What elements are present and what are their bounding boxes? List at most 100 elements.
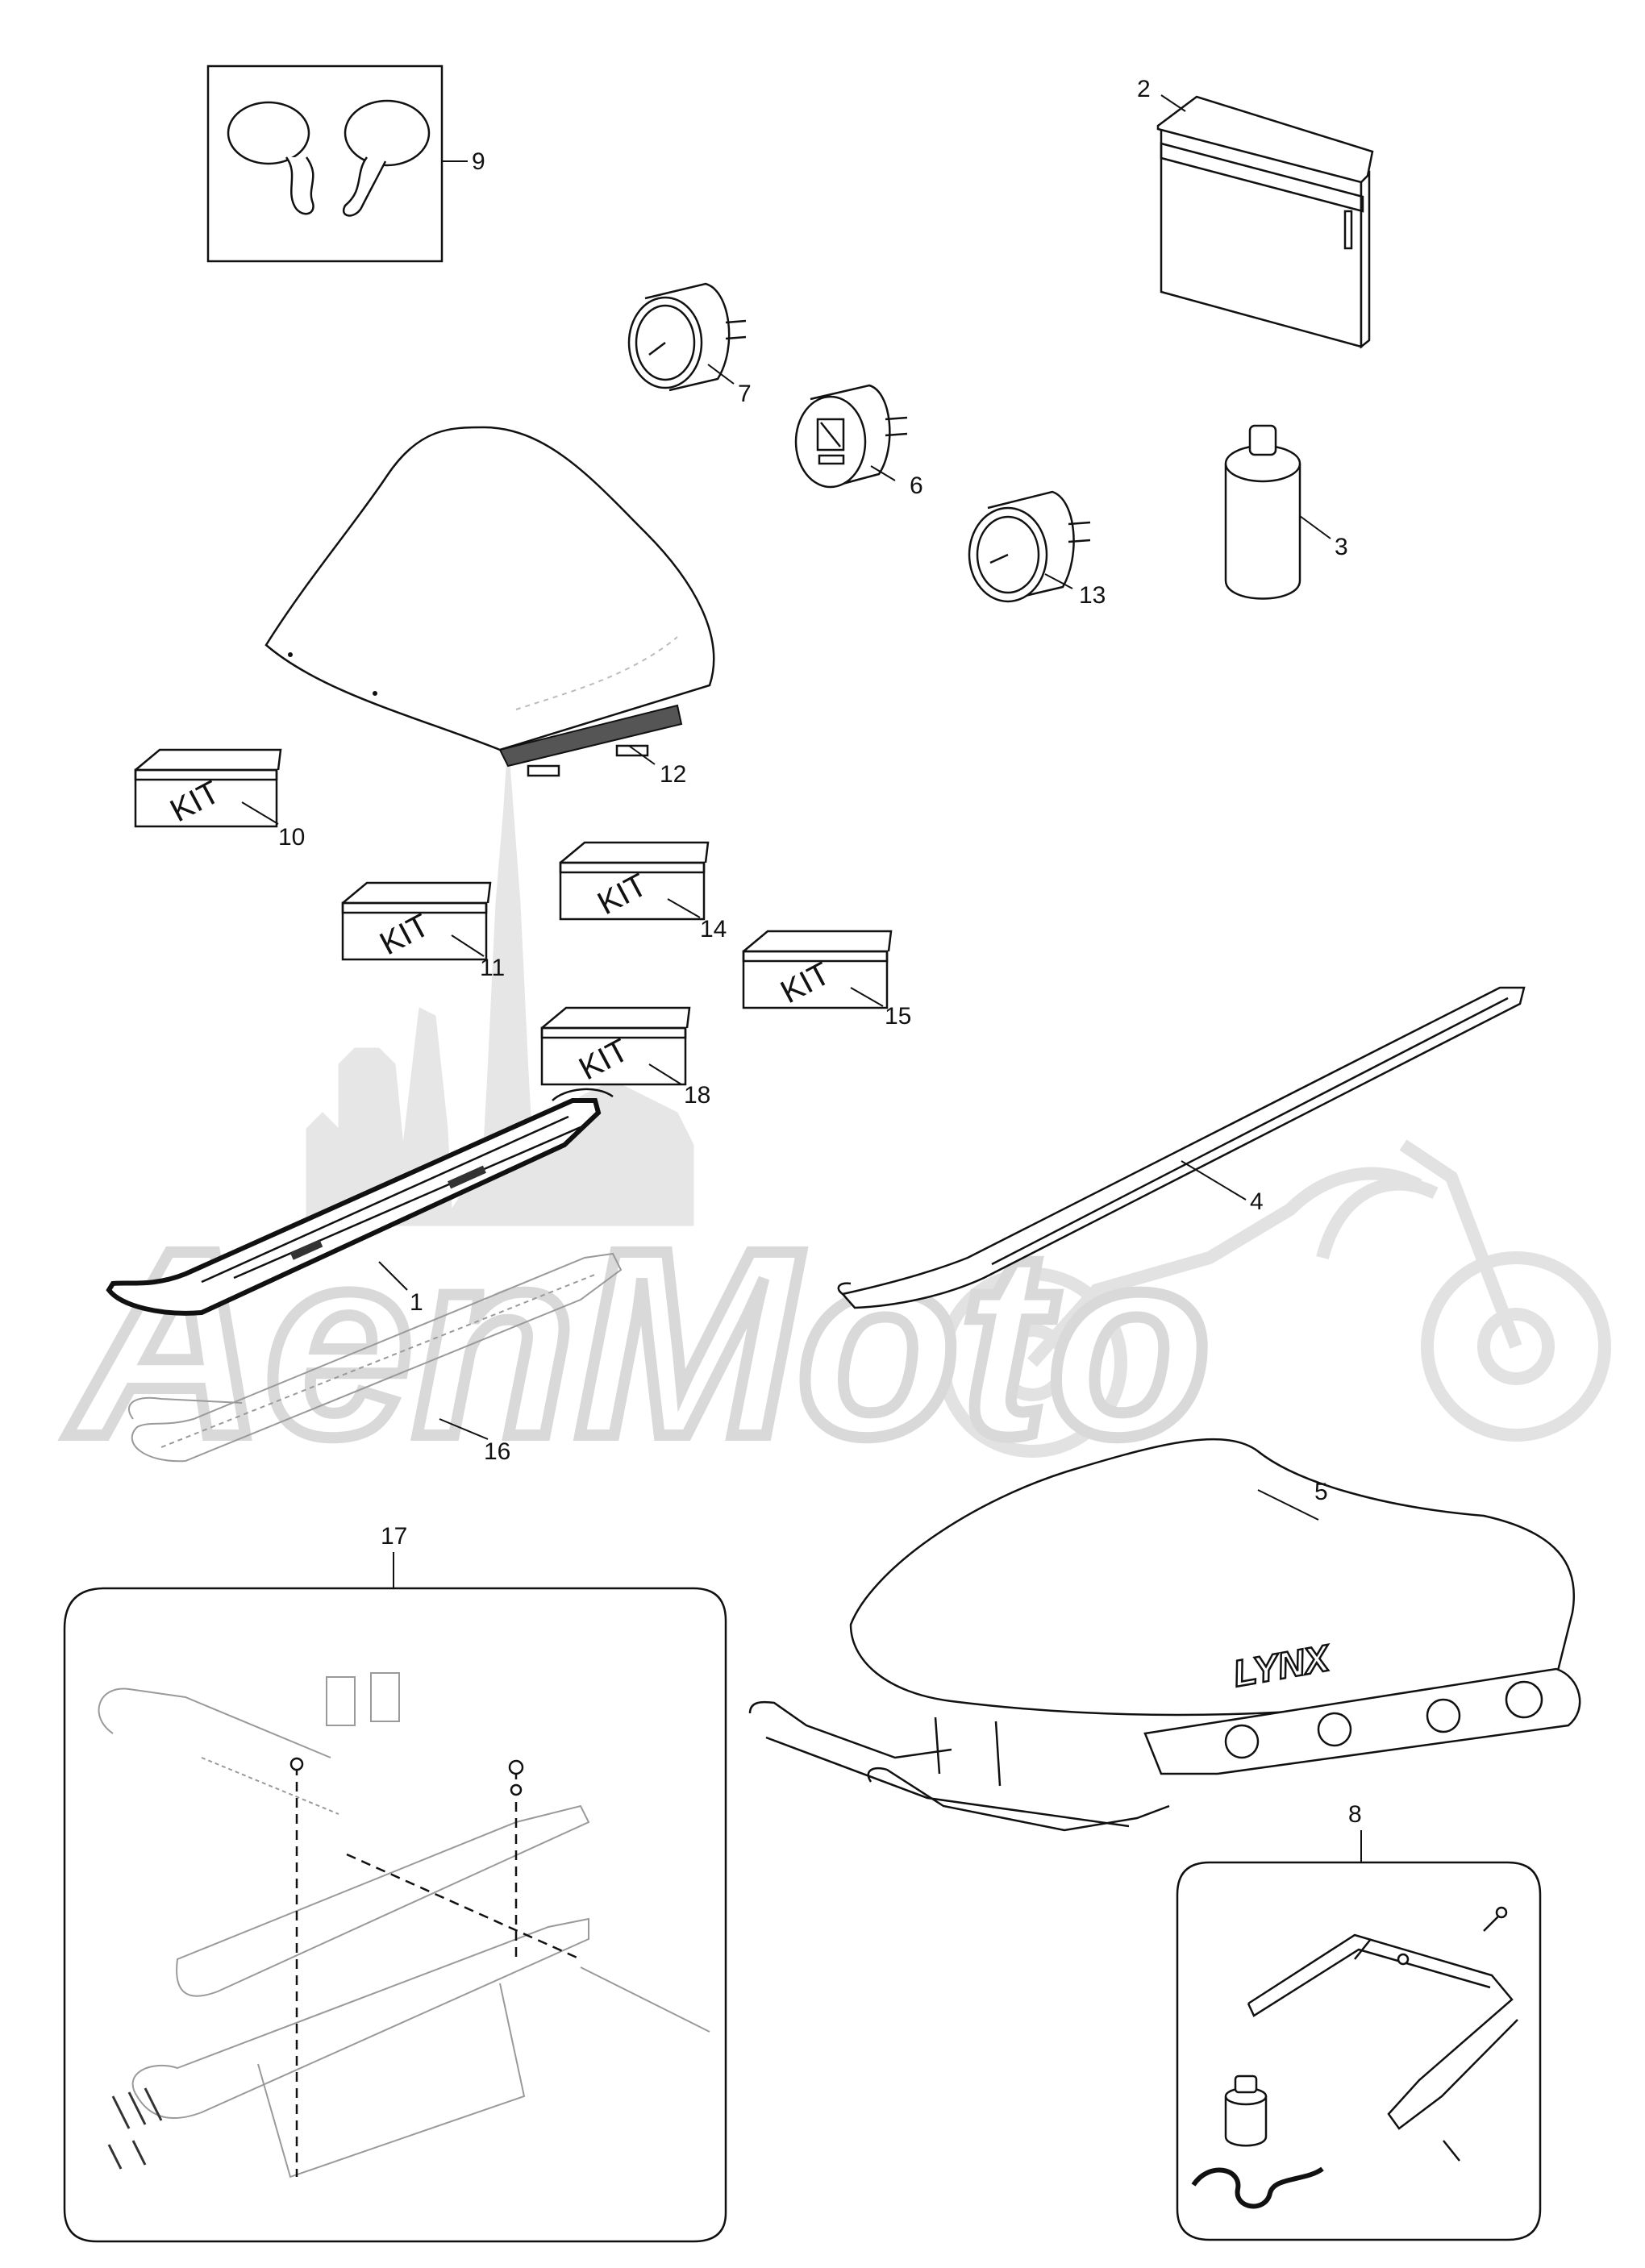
detail-8-screw-a bbox=[1354, 1938, 1372, 1960]
watermark: AenMoto bbox=[59, 741, 1611, 1497]
leader-1 bbox=[378, 1261, 408, 1291]
callout-1: 1 bbox=[410, 1289, 423, 1316]
kit-11-lid bbox=[342, 881, 492, 904]
kit-18-lid-edge bbox=[540, 1026, 687, 1039]
callout-12: 12 bbox=[660, 761, 686, 788]
windshield-hole-b bbox=[373, 691, 377, 696]
callout-4: 4 bbox=[1250, 1188, 1264, 1215]
leader-13 bbox=[1044, 573, 1073, 589]
part-18-kit: KIT 18 bbox=[540, 1006, 710, 1109]
part-11-kit: KIT 11 bbox=[341, 881, 505, 981]
cover-shape bbox=[849, 1438, 1576, 1717]
kit-15-lid-edge bbox=[742, 950, 889, 963]
leader-2 bbox=[1160, 94, 1186, 112]
leader-18 bbox=[648, 1063, 682, 1085]
watermark-motorcycle bbox=[937, 1139, 1611, 1458]
detail-17-washer bbox=[510, 1783, 523, 1796]
cover-ski-left-runner bbox=[765, 1736, 1130, 1828]
kit-10-lid bbox=[135, 748, 282, 771]
detail-8-canister-cap bbox=[1234, 2074, 1258, 2094]
detail-17-loop-handle bbox=[98, 1687, 331, 1758]
callout-3: 3 bbox=[1335, 534, 1348, 560]
ski-16-loop bbox=[127, 1396, 243, 1420]
box-lid bbox=[1156, 95, 1374, 184]
leader-16 bbox=[439, 1418, 489, 1440]
ski-plate-b bbox=[289, 1239, 323, 1260]
right-mirror-stem bbox=[342, 156, 387, 217]
callout-17: 17 bbox=[381, 1523, 407, 1550]
callout-13: 13 bbox=[1079, 582, 1106, 609]
callout-2: 2 bbox=[1137, 76, 1151, 102]
part-3-spray-can: 3 bbox=[1224, 424, 1348, 600]
leader-12 bbox=[628, 745, 656, 765]
bogie-wheel-2 bbox=[1317, 1712, 1352, 1747]
detail-17-runner-plate bbox=[257, 1983, 526, 2179]
part-17-detail: 17 bbox=[63, 1523, 727, 2243]
gauge-7-dial bbox=[635, 304, 696, 381]
cover-ski-strut-a bbox=[934, 1717, 941, 1775]
kit-11-lid-edge bbox=[341, 901, 488, 914]
part-4-runner: 4 bbox=[837, 986, 1526, 1309]
detail-17-nut bbox=[289, 1757, 304, 1771]
detail-8-screw-b bbox=[1443, 2140, 1460, 2162]
part-9-mirrors: 9 bbox=[206, 65, 485, 263]
gauge-6-stud-b bbox=[885, 432, 908, 437]
leader-15 bbox=[850, 987, 884, 1007]
can-body bbox=[1224, 464, 1301, 600]
detail-17-ski-upper bbox=[176, 1804, 590, 1997]
detail-17-axis-diagonal bbox=[346, 1853, 581, 1961]
detail-17-screws bbox=[107, 2087, 163, 2170]
detail-8-bracket bbox=[1247, 1933, 1518, 2130]
part-1-ski: 1 bbox=[106, 1088, 614, 1316]
leader-6 bbox=[870, 465, 896, 481]
gauge-13-stud-a bbox=[1068, 521, 1091, 526]
detail-17-bolt-head bbox=[508, 1759, 524, 1775]
gauge-13-needle bbox=[989, 553, 1009, 564]
box-latch bbox=[1343, 210, 1353, 250]
detail-17-bolt-line bbox=[201, 1757, 339, 1815]
detail-8-canister bbox=[1224, 2096, 1268, 2147]
detail-8-nut bbox=[1397, 1953, 1410, 1966]
ski-plate-a bbox=[448, 1165, 486, 1189]
callout-6: 6 bbox=[910, 472, 923, 499]
ski-body bbox=[106, 1098, 602, 1316]
detail-17-spacer-b bbox=[370, 1672, 400, 1722]
part-8-detail: 8 bbox=[1176, 1801, 1542, 2241]
kit-14-lid bbox=[560, 841, 710, 864]
windshield-trim bbox=[498, 704, 683, 768]
gauge-6-display bbox=[816, 418, 845, 452]
callout-16: 16 bbox=[484, 1438, 510, 1465]
callout-15: 15 bbox=[885, 1003, 911, 1030]
runner-tip bbox=[837, 1282, 852, 1296]
callout-5: 5 bbox=[1314, 1479, 1328, 1505]
leader-4 bbox=[1181, 1160, 1247, 1201]
part-2-storage-box: 2 bbox=[1137, 76, 1374, 349]
gauge-13-dial bbox=[976, 515, 1040, 594]
part-12-windshield: 12 bbox=[264, 426, 715, 788]
detail-17-long-bolt bbox=[580, 1966, 710, 2033]
detail-17-frame bbox=[63, 1587, 727, 2243]
runner-body bbox=[840, 986, 1526, 1309]
part-13-gauge: 13 bbox=[968, 490, 1106, 609]
windshield-tab-left bbox=[527, 764, 560, 777]
left-mirror-stem bbox=[285, 156, 314, 215]
detail-8-cable bbox=[1191, 2166, 1324, 2209]
box-lid-band bbox=[1160, 142, 1364, 213]
runner-groove bbox=[991, 997, 1509, 1266]
callout-10: 10 bbox=[278, 824, 305, 851]
callout-7: 7 bbox=[738, 381, 752, 407]
right-mirror-glass bbox=[344, 99, 431, 167]
part-6-gauge: 6 bbox=[794, 384, 923, 499]
kit-18-lid bbox=[541, 1006, 691, 1029]
callout-9: 9 bbox=[472, 148, 485, 175]
windshield-shape bbox=[264, 426, 715, 751]
leader-10 bbox=[241, 801, 279, 825]
callout-14: 14 bbox=[700, 916, 727, 943]
cover-ski-right-front bbox=[867, 1767, 1170, 1832]
windshield-hole-a bbox=[288, 652, 293, 657]
gauge-6-face bbox=[794, 395, 867, 489]
mirror-box bbox=[206, 65, 444, 263]
kit-15-lid bbox=[743, 930, 893, 952]
gauge-6-stud-a bbox=[885, 416, 908, 421]
